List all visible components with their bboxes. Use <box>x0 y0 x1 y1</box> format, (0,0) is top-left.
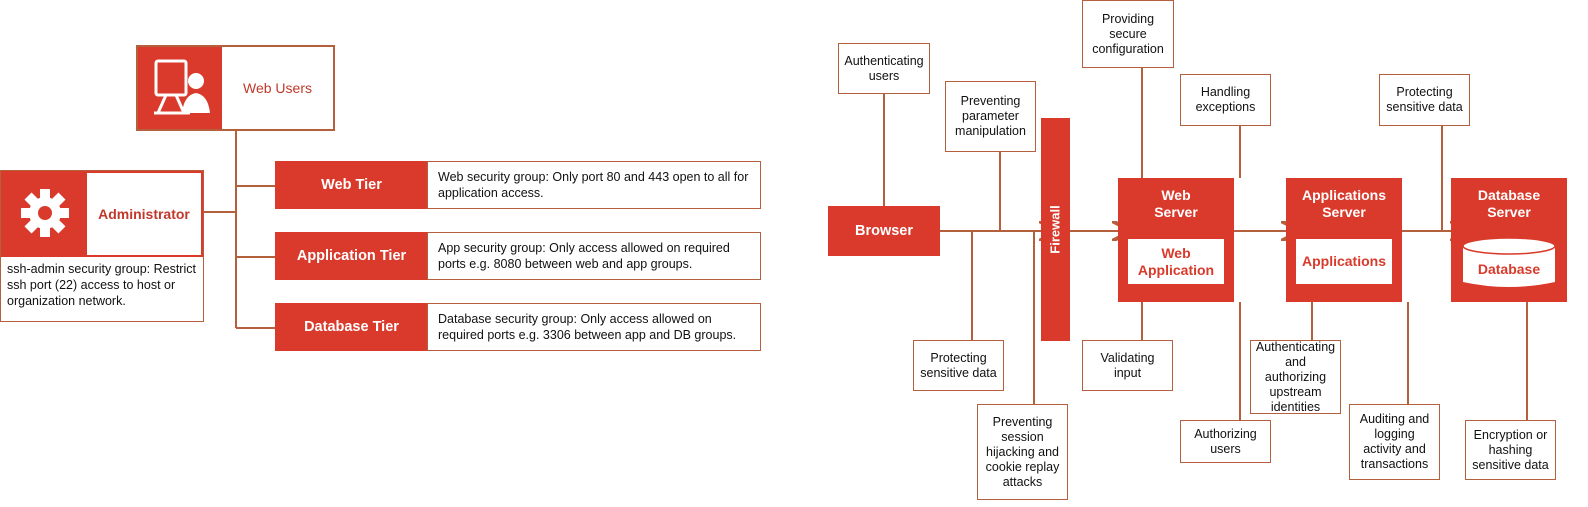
applications-server-box: Applications Server Applications <box>1286 178 1402 302</box>
database-label: Database <box>1477 260 1541 277</box>
note-authorizing-users: Authorizing users <box>1180 420 1271 463</box>
firewall-bar: Firewall <box>1041 118 1070 341</box>
web-users-card: Web Users <box>136 45 335 131</box>
web-users-label: Web Users <box>243 80 312 96</box>
administrator-header: Administrator <box>1 171 203 257</box>
note-encryption-hashing: Encryption or hashing sensitive data <box>1465 420 1556 480</box>
applications-server-label: Applications Server <box>1301 187 1386 220</box>
administrator-card: Administrator ssh-admin security group: … <box>0 170 204 322</box>
browser-box: Browser <box>828 206 940 256</box>
database-tier-description: Database security group: Only access all… <box>427 303 761 351</box>
web-tier-label: Web Tier <box>275 161 428 209</box>
application-tier-description: App security group: Only access allowed … <box>427 232 761 280</box>
administrator-label: Administrator <box>98 206 190 222</box>
application-tier-label: Application Tier <box>275 232 428 280</box>
administrator-label-panel: Administrator <box>87 173 201 255</box>
database-tier-label: Database Tier <box>275 303 428 351</box>
applications-box: Applications <box>1296 239 1392 284</box>
user-at-computer-icon <box>154 59 210 115</box>
note-protecting-sensitive-data-bottom: Protecting sensitive data <box>913 340 1004 391</box>
web-tier-description: Web security group: Only port 80 and 443… <box>427 161 761 209</box>
web-server-box: Web Server Web Application <box>1118 178 1234 302</box>
administrator-description: ssh-admin security group: Restrict ssh p… <box>7 262 196 308</box>
note-authenticating-users: Authenticating users <box>838 43 930 94</box>
note-preventing-parameter-manipulation: Preventing parameter manipulation <box>945 81 1036 152</box>
database-server-box: Database Server Database <box>1451 178 1567 302</box>
firewall-label: Firewall <box>1048 205 1064 254</box>
note-authenticating-authorizing-identities: Authenticating and authorizing upstream … <box>1250 340 1341 414</box>
database-server-label: Database Server <box>1477 187 1541 220</box>
note-providing-secure-configuration: Providing secure configuration <box>1082 0 1174 68</box>
database-cylinder-icon <box>1462 237 1556 287</box>
web-application-box: Web Application <box>1128 239 1224 284</box>
note-protecting-sensitive-data-top: Protecting sensitive data <box>1379 74 1470 126</box>
note-preventing-session-hijacking: Preventing session hijacking and cookie … <box>977 404 1068 500</box>
note-handling-exceptions: Handling exceptions <box>1180 74 1271 126</box>
web-server-label: Web Server <box>1154 187 1198 220</box>
note-auditing-logging: Auditing and logging activity and transa… <box>1349 404 1440 480</box>
gear-icon <box>9 177 81 249</box>
note-validating-input: Validating input <box>1082 340 1173 391</box>
web-users-icon-tile <box>138 47 222 129</box>
